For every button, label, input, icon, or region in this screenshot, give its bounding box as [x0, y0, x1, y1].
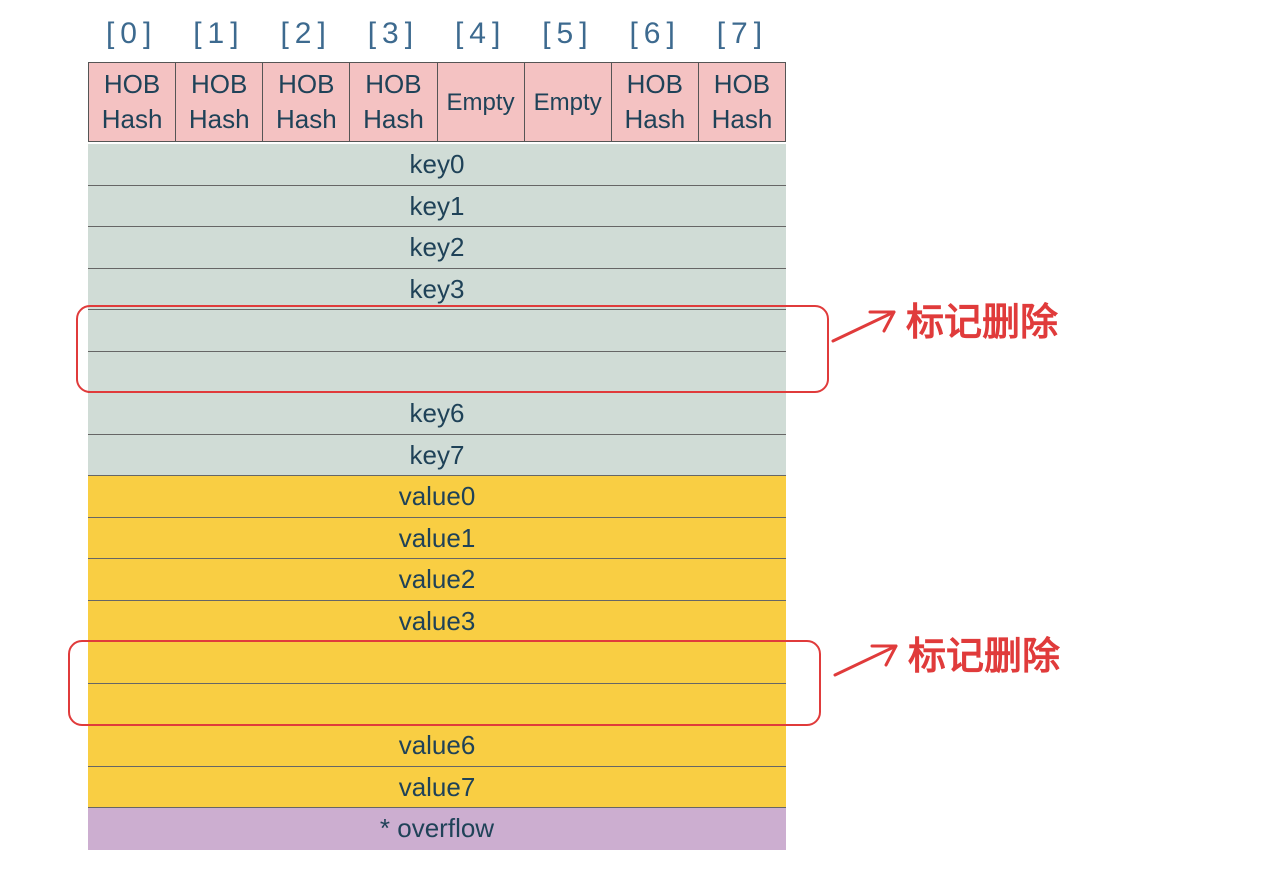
key-slot-deleted [88, 351, 786, 393]
slot-index: [3] [367, 17, 420, 50]
value-slot: value3 [88, 600, 786, 642]
key-slot: key0 [88, 144, 786, 186]
slot-index: [4] [454, 17, 507, 50]
arrow-icon [833, 644, 898, 677]
tophash-cell-empty: Empty [523, 63, 611, 141]
value-slot: value6 [88, 725, 786, 767]
key-slot: key6 [88, 393, 786, 435]
value-slot: value0 [88, 476, 786, 518]
deleted-values-highlight [68, 640, 821, 726]
overflow-pointer: * overflow [88, 808, 786, 850]
slot-index: [2] [280, 17, 332, 50]
slot-index: [5] [542, 17, 594, 50]
value-slot-deleted [88, 642, 786, 684]
key-slot: key3 [88, 268, 786, 310]
bucket-slots: key0 key1 key2 key3 key6 key7 value0 val… [88, 144, 786, 850]
value-slot: value1 [88, 517, 786, 559]
slot-index: [0] [105, 17, 158, 50]
arrow-icon [831, 310, 896, 343]
mark-deleted-label: 标记删除 [908, 634, 1061, 678]
key-slot: key7 [88, 434, 786, 476]
tophash-cell-empty: Empty [436, 63, 524, 141]
slot-index: [6] [629, 17, 681, 50]
value-slot: value2 [88, 559, 786, 601]
key-slot-deleted [88, 310, 786, 352]
slot-index-row: [0] [1] [2] [3] [4] [5] [6] [7] [88, 12, 786, 56]
mark-deleted-label: 标记删除 [906, 300, 1059, 344]
key-slot: key1 [88, 185, 786, 227]
key-slot: key2 [88, 227, 786, 269]
slot-index: [7] [716, 17, 769, 50]
slot-index: [1] [193, 17, 245, 50]
value-slot: value7 [88, 766, 786, 808]
deleted-keys-highlight [76, 305, 829, 393]
